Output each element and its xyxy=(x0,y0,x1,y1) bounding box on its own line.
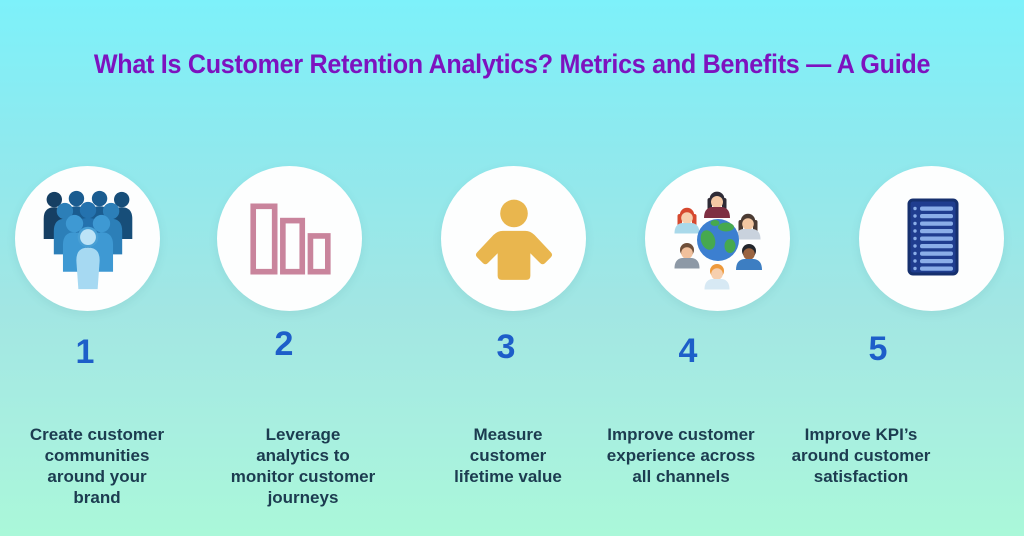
step-circle-2 xyxy=(217,166,362,311)
step-number-1: 1 xyxy=(75,333,95,371)
step-circle-3 xyxy=(441,166,586,311)
step-label-5: Improve KPI’s around customer satisfacti… xyxy=(791,425,931,486)
step-number-3: 3 xyxy=(496,328,516,366)
step-label-4: Improve customer experience across all c… xyxy=(606,425,756,486)
step-number-5: 5 xyxy=(868,330,888,368)
step-number-2: 2 xyxy=(274,325,294,363)
step-label-1: Create customer communities around your … xyxy=(29,425,165,507)
global-customers-icon xyxy=(674,191,762,290)
step-circle-5 xyxy=(859,166,1004,311)
notebook-icon xyxy=(907,198,958,275)
page-title: What Is Customer Retention Analytics? Me… xyxy=(93,49,931,79)
step-circle-1 xyxy=(15,166,160,311)
step-label-2: Leverage analytics to monitor customer j… xyxy=(230,425,376,507)
step-circle-4 xyxy=(645,166,790,311)
step-label-3: Measure customer lifetime value xyxy=(454,425,562,486)
bar-chart-icon xyxy=(249,202,331,275)
crowd-icon xyxy=(43,190,132,289)
person-icon xyxy=(475,199,552,280)
step-number-4: 4 xyxy=(678,332,698,370)
